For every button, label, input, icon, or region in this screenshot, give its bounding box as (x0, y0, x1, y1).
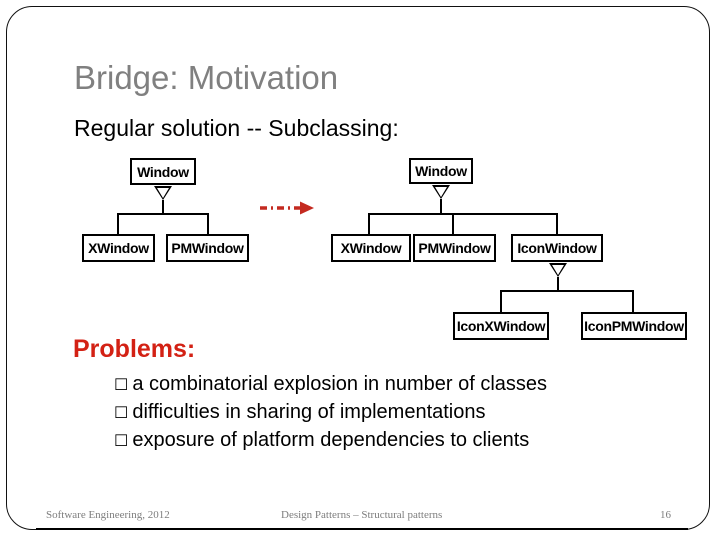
uml-box-window-left: Window (130, 158, 196, 185)
list-item: ☐ difficulties in sharing of implementat… (114, 399, 694, 427)
connector-drop-iconwindow-right (556, 213, 559, 235)
uml-box-label: Window (415, 163, 467, 179)
list-item-label: exposure of platform dependencies to cli… (132, 429, 530, 451)
inheritance-triangle-left-fill (157, 188, 169, 198)
connector-stem-iconwindow (557, 277, 560, 291)
uml-box-iconxwindow: IconXWindow (453, 312, 549, 340)
connector-stem-right (440, 199, 443, 214)
uml-box-label: PMWindow (418, 240, 491, 256)
uml-box-iconwindow: IconWindow (511, 234, 603, 262)
uml-box-label: IconPMWindow (584, 318, 684, 334)
connector-drop-iconxwindow (500, 290, 503, 312)
uml-box-label: PMWindow (171, 240, 244, 256)
footer-divider (36, 528, 688, 531)
connector-drop-xwindow-right (368, 213, 371, 235)
uml-box-label: IconWindow (517, 240, 597, 256)
connector-stem-left (162, 200, 165, 214)
bullet-square-icon: ☐ (114, 377, 129, 394)
connector-drop-xwindow-left (117, 213, 120, 235)
connector-drop-iconpmwindow (632, 290, 635, 312)
list-item-label: a combinatorial explosion in number of c… (132, 373, 548, 395)
connector-bus-iconwindow (500, 290, 634, 293)
uml-box-pmwindow-left: PMWindow (166, 234, 249, 262)
inheritance-triangle-iconwindow-fill (552, 265, 564, 275)
problems-heading: Problems: (73, 335, 196, 363)
uml-box-xwindow-right: XWindow (331, 234, 411, 262)
bullet-square-icon: ☐ (114, 433, 129, 450)
uml-box-iconpmwindow: IconPMWindow (581, 312, 687, 340)
connector-bus-left (117, 213, 209, 216)
footer-page-number: 16 (660, 509, 671, 521)
uml-box-window-right: Window (409, 158, 473, 184)
uml-box-label: XWindow (88, 240, 149, 256)
transition-arrow-icon (260, 201, 314, 215)
uml-box-label: XWindow (340, 240, 402, 256)
connector-drop-pmwindow-right (452, 213, 455, 235)
page-title: Bridge: Motivation (74, 59, 339, 96)
connector-drop-pmwindow-left (207, 213, 210, 235)
connector-bus-right (368, 213, 558, 216)
footer-left-text: Software Engineering, 2012 (46, 509, 170, 521)
uml-box-label: Window (137, 163, 189, 180)
list-item: ☐ exposure of platform dependencies to c… (114, 427, 694, 455)
uml-box-pmwindow-right: PMWindow (413, 234, 496, 262)
bullet-square-icon: ☐ (114, 405, 129, 422)
slide-subtitle: Regular solution -- Subclassing: (74, 115, 399, 141)
list-item-label: difficulties in sharing of implementatio… (132, 401, 486, 423)
problems-list: ☐ a combinatorial explosion in number of… (114, 371, 694, 455)
uml-box-xwindow-left: XWindow (82, 234, 155, 262)
inheritance-triangle-right-fill (435, 187, 447, 197)
footer-center-text: Design Patterns – Structural patterns (281, 509, 443, 521)
list-item: ☐ a combinatorial explosion in number of… (114, 371, 694, 399)
uml-box-label: IconXWindow (456, 318, 546, 334)
